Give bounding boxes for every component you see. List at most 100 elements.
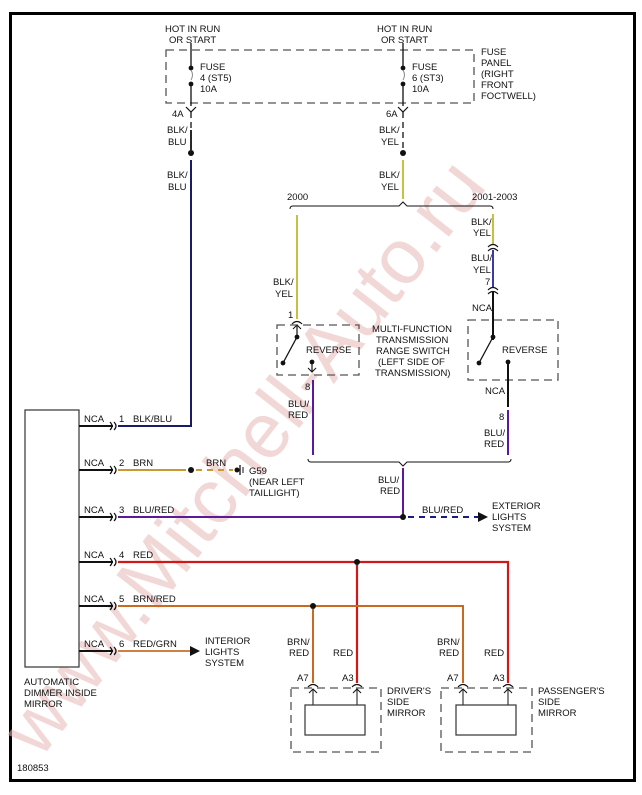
driver-wire-a7-label-1: BRN/ [287,637,310,648]
fuse-panel-label-3: (RIGHT [481,69,514,80]
driver-side-mirror: BRN/ RED RED A7 A3 DRIVER'S SIDE MIRROR [287,637,431,753]
switch-2001-2003: REVERSE NCA 8 BLU/ RED [467,319,559,455]
switch-2001-pin-8: 8 [499,412,504,423]
driver-wire-a3-label: RED [333,648,353,659]
wire-label-blu-red-2000-1: BLU/ [288,399,309,410]
ground-loc-2: TAILLIGHT) [249,488,300,499]
wire-label-2001-a-2: YEL [473,228,491,239]
wire-label-blk-blu-lower-2: BLU [168,182,187,193]
wire-label-pin1: BLK/BLU [133,414,172,425]
switch-2000-label: REVERSE [306,345,351,356]
passenger-pin-a7: A7 [447,673,459,684]
pin-number-label: 5 [119,594,124,605]
year-2000-label: 2000 [287,192,308,203]
fuse-4-rating: 10A [200,84,218,95]
connector-icon [487,243,499,252]
connector-icon [109,646,117,656]
wire-label-brn-ground: BRN [206,458,226,469]
fuse-6-icon [402,69,405,81]
feed-blk-yel: 6A BLK/ YEL BLK/ YEL 2000 2001-2003 [287,106,517,210]
fuse-6-terminal-top [400,65,406,71]
ground-id: G59 [249,466,267,477]
connector-icon [487,286,499,295]
splice-brn-red [310,603,316,609]
connector-4a-icon [185,106,197,113]
passenger-mirror-label-1: PASSENGER'S [538,686,605,697]
fuse-4-label: FUSE [200,62,225,73]
wire-label-blu-red-2001-2: RED [484,439,504,450]
nca-top-label: NCA [472,303,493,314]
fuse-4-id: 4 (ST5) [200,73,232,84]
wire-label-pin4: RED [133,550,153,561]
pin-number-label: 3 [119,505,124,516]
passenger-mirror-label-2: SIDE [538,697,560,708]
splice-red [354,559,360,565]
connector-6a-icon [397,106,409,113]
wire-label-pin6: RED/GRN [133,639,177,650]
mirror-pin-6: NCA 6 [79,639,124,656]
switch-title-4: (LEFT SIDE OF [378,357,445,368]
passenger-wire-a3-label: RED [484,648,504,659]
wire-label-blk-yel-upper-2: YEL [381,137,399,148]
year-brace-bottom [307,458,512,467]
wire-label-exterior: BLU/RED [422,505,463,516]
driver-mirror-label-1: DRIVER'S [387,686,431,697]
connector-icon [109,465,117,475]
wire-label-2000-1: BLK/ [273,277,294,288]
pin-nca-label: NCA [84,594,105,605]
fuse-4-terminal-top [188,65,194,71]
fuse-4-icon [190,69,193,81]
wire-label-blu-red-2001-1: BLU/ [484,428,505,439]
wire-label-blk-blu-lower-1: BLK/ [167,170,188,181]
switch-2001-contact [478,336,494,364]
driver-pin-a7: A7 [297,673,309,684]
hot-label-left-2: OR START [169,35,216,46]
pin-number-label: 6 [119,639,124,650]
connector-icon [109,421,117,431]
connector-icon [307,683,363,688]
wire-label-blu-red-merge-2: RED [380,486,400,497]
splice-blk-yel [400,150,406,156]
terminal-6a: 6A [386,109,398,120]
interior-label-2: LIGHTS [205,647,239,658]
pin-nca-label: NCA [84,550,105,561]
switch-2000-pin-1: 1 [288,310,293,321]
pin-nca-label: NCA [84,639,105,650]
arrow-right-icon [478,512,488,522]
wire-label-2000-2: YEL [275,289,293,300]
passenger-mirror-label-3: MIRROR [538,708,577,719]
branch-2000: BLK/ YEL [273,215,298,319]
fuse-6-rating: 10A [412,84,430,95]
passenger-wire-a7-label-2: RED [439,648,459,659]
fuse-panel-label-4: FRONT [481,80,514,91]
wire-label-2001-b-2: YEL [473,265,491,276]
switch-2001-label: REVERSE [502,345,547,356]
switch-2001-box [467,319,559,381]
passenger-pin-a3: A3 [493,673,505,684]
wire-label-blk-yel-lower-1: BLK/ [379,170,400,181]
hot-label-right-2: OR START [381,35,428,46]
fuse-panel-box [165,49,475,104]
driver-wire-a7-label-2: RED [289,648,309,659]
mirror-pin-5: NCA 5 [79,594,124,611]
splice-brn [188,467,194,473]
connector-icon [109,557,117,567]
nca-bottom-label: NCA [485,386,506,397]
auto-dimmer-mirror: AUTOMATIC DIMMER INSIDE MIRROR [24,409,97,710]
interior-label-3: SYSTEM [205,658,244,669]
fuse-panel-label-5: FOCTWELL) [481,91,536,102]
year-brace-top [289,201,494,210]
pin-number-label: 2 [119,458,124,469]
pin-nca-label: NCA [84,414,105,425]
splice-blk-blu [188,150,194,156]
wire-label-blk-yel-lower-2: YEL [381,182,399,193]
driver-mirror-label-3: MIRROR [387,708,426,719]
switch-title-2: TRANSMISSION [376,335,448,346]
connector-icon [109,601,117,611]
driver-mirror-box [290,687,382,753]
passenger-mirror-box [440,687,533,753]
